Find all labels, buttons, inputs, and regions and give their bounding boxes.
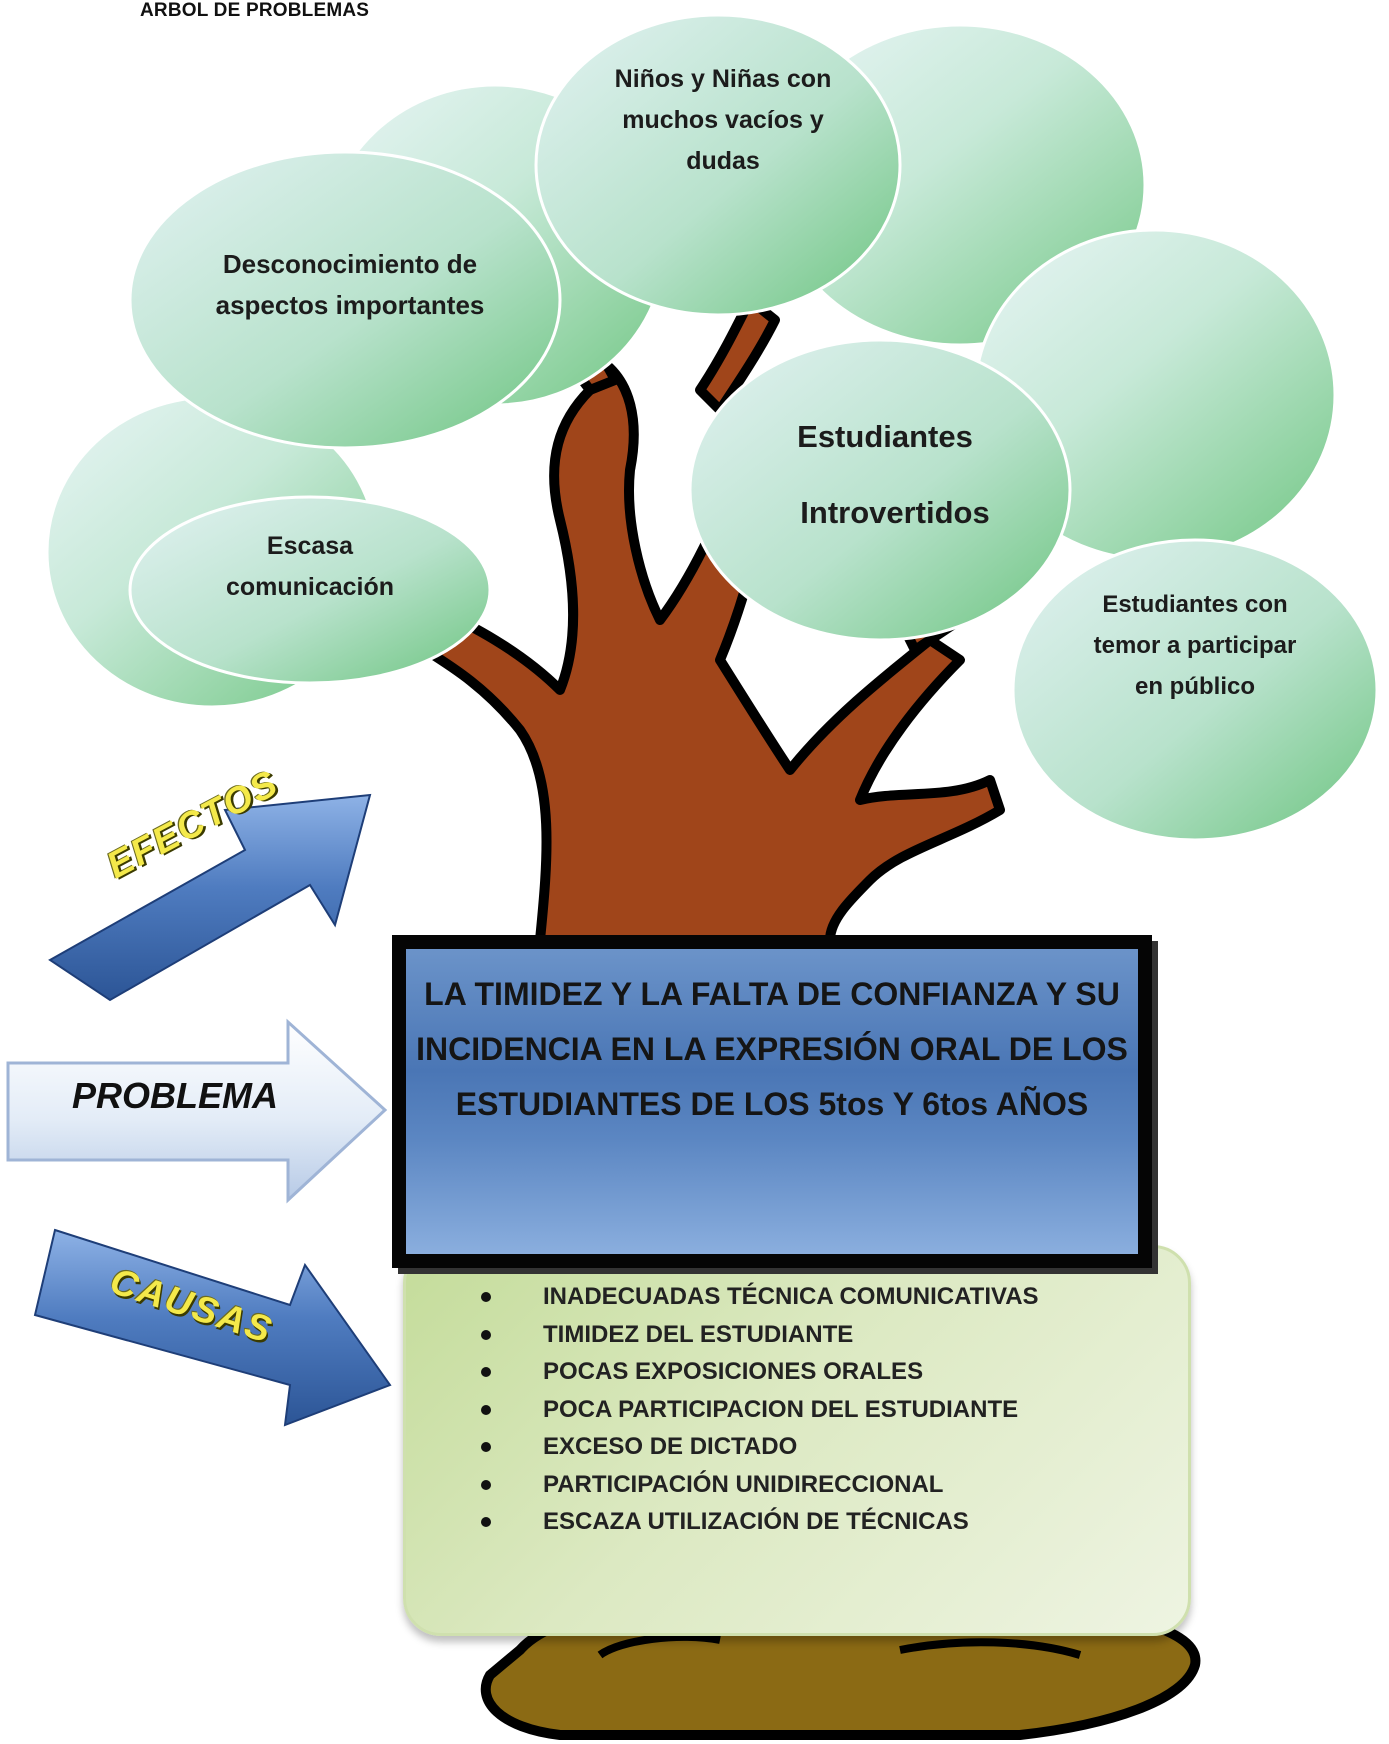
problem-line: ESTUDIANTES DE LOS 5tos Y 6tos AÑOS <box>455 1086 1089 1122</box>
effect-line: temor a participar <box>1093 631 1297 659</box>
effect-bubble: Escasa comunicación <box>210 522 410 612</box>
effect-line: Niños y Niñas con <box>614 64 832 93</box>
cause-item: INADECUADAS TÉCNICA COMUNICATIVAS <box>466 1278 1039 1316</box>
problem-statement: LA TIMIDEZ Y LA FALTA DE CONFIANZA Y SU … <box>406 967 1138 1132</box>
effect-bubble: Estudiantes con temor a participar en pú… <box>1060 585 1330 705</box>
effect-line: Escasa <box>266 532 354 560</box>
effect-line: Desconocimiento de <box>222 249 478 279</box>
cause-item: POCAS EXPOSICIONES ORALES <box>466 1353 1039 1391</box>
cause-item: PARTICIPACIÓN UNIDIRECCIONAL <box>466 1466 1039 1504</box>
problem-box: LA TIMIDEZ Y LA FALTA DE CONFIANZA Y SU … <box>392 935 1152 1268</box>
effect-line: en público <box>1135 672 1255 700</box>
effect-line: Introvertidos <box>800 495 990 530</box>
causas-arrow <box>33 1228 392 1427</box>
efectos-arrow <box>48 793 372 1002</box>
page-title: ARBOL DE PROBLEMAS <box>140 0 370 21</box>
causes-list: INADECUADAS TÉCNICA COMUNICATIVAS TIMIDE… <box>466 1278 1039 1541</box>
problema-arrow <box>6 1018 388 1204</box>
problem-line: LA TIMIDEZ Y LA FALTA DE CONFIANZA Y SU <box>424 976 1120 1012</box>
problem-line: INCIDENCIA EN LA EXPRESIÓN ORAL DE LOS <box>416 1031 1128 1067</box>
causes-box: INADECUADAS TÉCNICA COMUNICATIVAS TIMIDE… <box>403 1245 1191 1636</box>
effect-bubble: Desconocimiento de aspectos importantes <box>210 240 490 330</box>
cause-item: POCA PARTICIPACION DEL ESTUDIANTE <box>466 1391 1039 1429</box>
effect-line: dudas <box>686 146 760 175</box>
cause-item: EXCESO DE DICTADO <box>466 1428 1039 1466</box>
effect-bubble: Niños y Niñas con muchos vacíos y dudas <box>578 60 868 180</box>
effect-line: Estudiantes <box>797 419 973 454</box>
effect-line: comunicación <box>225 573 395 601</box>
effect-line: Estudiantes con <box>1102 590 1288 618</box>
problema-label: PROBLEMA <box>72 1075 278 1116</box>
effect-line: muchos vacíos y <box>622 105 824 134</box>
effect-line: aspectos importantes <box>215 290 485 320</box>
leaf-bubbles <box>45 13 1379 842</box>
cause-item: ESCAZA UTILIZACIÓN DE TÉCNICAS <box>466 1503 1039 1541</box>
effect-bubble: Estudiantes Introvertidos <box>740 405 1030 545</box>
cause-item: TIMIDEZ DEL ESTUDIANTE <box>466 1316 1039 1354</box>
